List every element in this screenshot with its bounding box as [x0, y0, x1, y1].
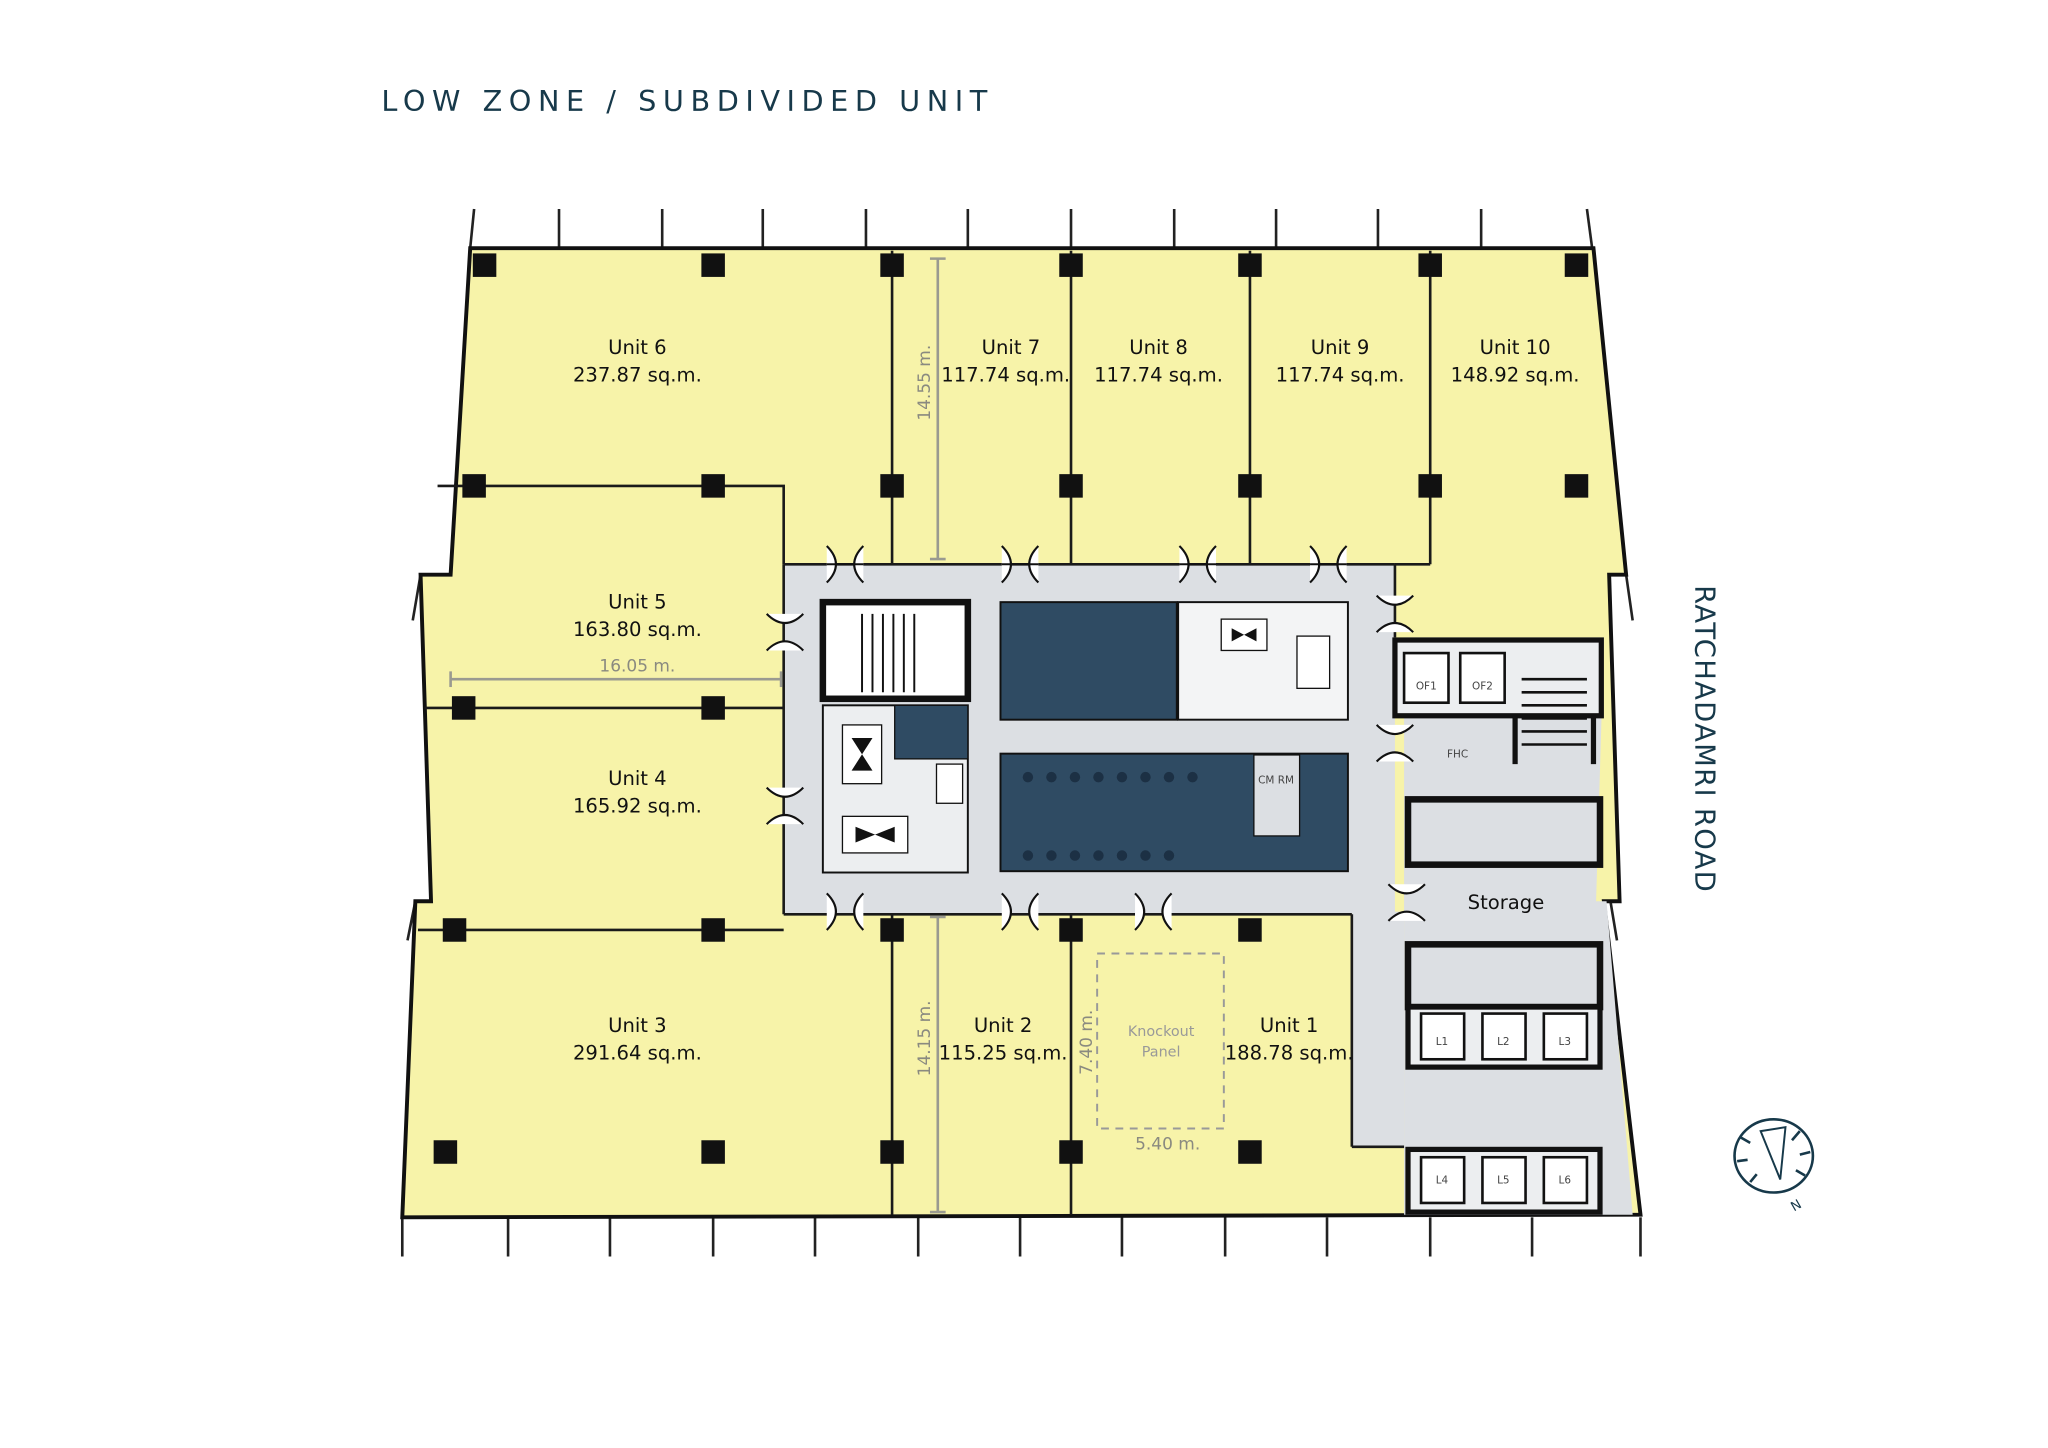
- lift-label: L1: [1436, 1036, 1448, 1048]
- svg-text:Unit 2: Unit 2: [974, 1014, 1033, 1037]
- svg-text:Unit 5: Unit 5: [608, 591, 667, 614]
- dimension-label: 16.05 m.: [599, 656, 675, 676]
- svg-text:117.74 sq.m.: 117.74 sq.m.: [1094, 363, 1223, 386]
- compass-icon: [1733, 1118, 1815, 1194]
- service-core: OF1 OF2 L1 L2 L3 L4 L5 L6 Storage: [1392, 637, 1604, 1215]
- lift-label: OF1: [1416, 681, 1437, 693]
- unit-8[interactable]: Unit 8 117.74 sq.m.: [1094, 336, 1223, 386]
- svg-text:Unit 7: Unit 7: [982, 336, 1041, 359]
- page-title: LOW ZONE / SUBDIVIDED UNIT: [381, 84, 993, 118]
- knockout-label: Knockout: [1128, 1024, 1195, 1040]
- unit-1[interactable]: Unit 1 188.78 sq.m.: [1225, 1014, 1354, 1064]
- unit-5[interactable]: Unit 5 163.80 sq.m.: [573, 591, 702, 641]
- storage-label: Storage: [1468, 891, 1545, 914]
- fhc-label: FHC: [1447, 749, 1468, 761]
- core-rooms: CM RM FHC: [819, 598, 1468, 874]
- svg-text:Unit 10: Unit 10: [1480, 336, 1551, 359]
- svg-text:115.25 sq.m.: 115.25 sq.m.: [939, 1041, 1068, 1064]
- compass-north-label: N: [1788, 1197, 1804, 1215]
- lift-label: L4: [1436, 1174, 1449, 1186]
- svg-text:Unit 3: Unit 3: [608, 1014, 667, 1037]
- unit-3[interactable]: Unit 3 291.64 sq.m.: [573, 1014, 702, 1064]
- unit-2[interactable]: Unit 2 115.25 sq.m.: [939, 1014, 1068, 1064]
- svg-text:Unit 4: Unit 4: [608, 767, 667, 790]
- lift-label: OF2: [1472, 681, 1493, 693]
- knockout-label: Panel: [1142, 1045, 1181, 1061]
- lift-label: L5: [1497, 1174, 1509, 1186]
- svg-text:237.87 sq.m.: 237.87 sq.m.: [573, 363, 702, 386]
- lift-label: L3: [1559, 1036, 1571, 1048]
- svg-text:117.74 sq.m.: 117.74 sq.m.: [1276, 363, 1405, 386]
- svg-text:188.78 sq.m.: 188.78 sq.m.: [1225, 1041, 1354, 1064]
- lift-label: L2: [1497, 1036, 1509, 1048]
- dimension-lines: [449, 257, 946, 1214]
- svg-text:Unit 9: Unit 9: [1311, 336, 1370, 359]
- svg-text:117.74 sq.m.: 117.74 sq.m.: [941, 363, 1070, 386]
- unit-9[interactable]: Unit 9 117.74 sq.m.: [1276, 336, 1405, 386]
- dimension-label: 7.40 m.: [1077, 1010, 1097, 1075]
- unit-7[interactable]: Unit 7 117.74 sq.m.: [941, 336, 1070, 386]
- unit-10[interactable]: Unit 10 148.92 sq.m.: [1451, 336, 1580, 386]
- unit-doors: [765, 545, 1426, 931]
- svg-text:Unit 6: Unit 6: [608, 336, 667, 359]
- unit-6[interactable]: Unit 6 237.87 sq.m.: [573, 336, 702, 386]
- unit-walls: [417, 250, 1432, 1215]
- facade-mullions: [400, 208, 1642, 1257]
- cm-room-label: CM RM: [1258, 775, 1294, 787]
- knockout-panel: [1096, 952, 1225, 1130]
- dimension-label: 5.40 m.: [1135, 1134, 1200, 1154]
- dimension-label: 14.55 m.: [915, 345, 935, 421]
- svg-text:165.92 sq.m.: 165.92 sq.m.: [573, 794, 702, 817]
- dimension-label: 14.15 m.: [915, 1000, 935, 1076]
- lift-label: L6: [1559, 1174, 1571, 1186]
- svg-text:148.92 sq.m.: 148.92 sq.m.: [1451, 363, 1580, 386]
- svg-text:Unit 8: Unit 8: [1129, 336, 1188, 359]
- svg-text:Unit 1: Unit 1: [1260, 1014, 1319, 1037]
- unit-4[interactable]: Unit 4 165.92 sq.m.: [573, 767, 702, 817]
- road-label: RATCHADAMRI ROAD: [1688, 585, 1719, 893]
- svg-text:291.64 sq.m.: 291.64 sq.m.: [573, 1041, 702, 1064]
- structural-columns: [433, 253, 1589, 1164]
- svg-text:163.80 sq.m.: 163.80 sq.m.: [573, 618, 702, 641]
